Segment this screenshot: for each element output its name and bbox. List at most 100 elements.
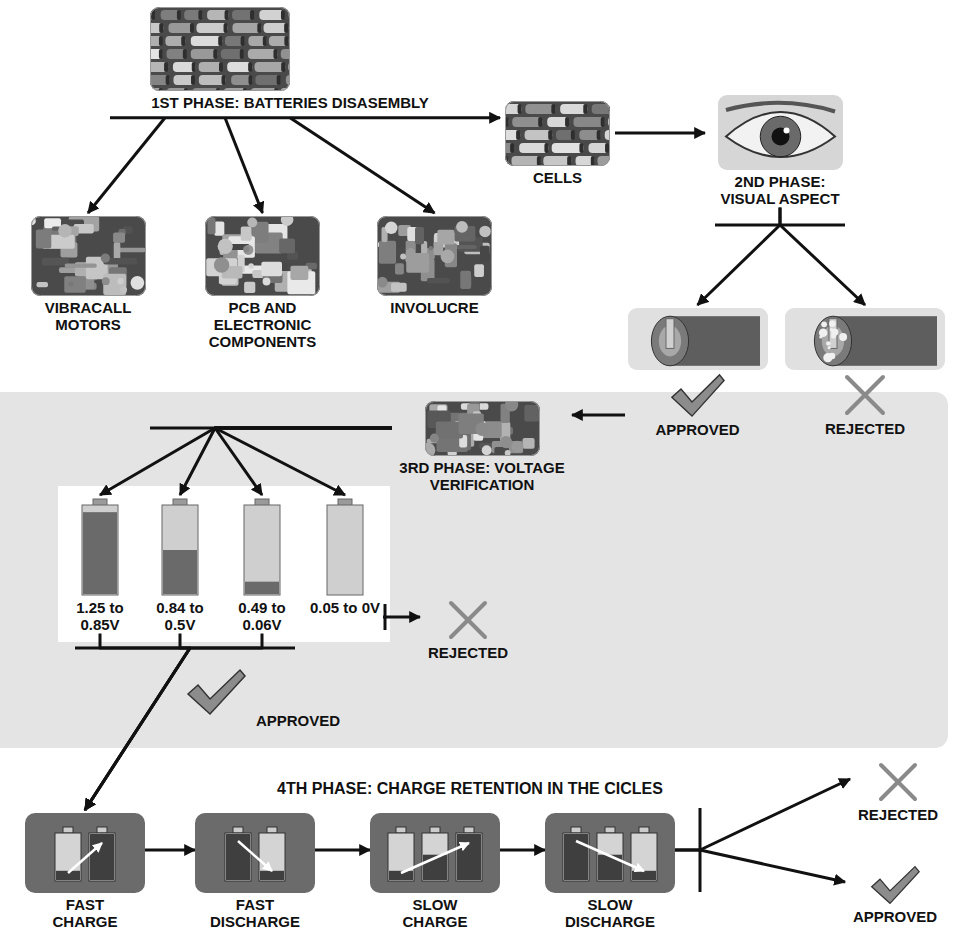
art-part bbox=[227, 62, 252, 72]
art-part bbox=[249, 75, 253, 85]
cell-picture bbox=[628, 308, 768, 370]
process-node: SLOW CHARGE bbox=[370, 810, 500, 931]
art-part bbox=[196, 23, 227, 33]
art-part bbox=[225, 10, 229, 20]
art-part bbox=[464, 827, 474, 833]
art-part bbox=[214, 221, 224, 235]
art-part bbox=[441, 250, 455, 264]
process-node: CELLS bbox=[500, 98, 615, 187]
art-part bbox=[391, 283, 407, 292]
node-label: REJECTED bbox=[825, 421, 905, 438]
art-part bbox=[377, 216, 492, 296]
art-part bbox=[183, 49, 187, 59]
art-part bbox=[222, 75, 226, 85]
art-part bbox=[628, 308, 768, 370]
art-part bbox=[284, 23, 288, 33]
flow-arrow bbox=[145, 849, 195, 852]
photo-picture bbox=[150, 7, 290, 91]
art-part bbox=[225, 36, 245, 46]
art-part bbox=[437, 230, 454, 245]
art-part bbox=[425, 401, 540, 456]
art-part bbox=[113, 233, 125, 243]
process-node: FAST DISCHARGE bbox=[195, 810, 315, 931]
art-part bbox=[370, 813, 500, 893]
art-part bbox=[430, 827, 440, 833]
art-part bbox=[524, 405, 539, 421]
process-node: INVOLUCRE bbox=[372, 213, 497, 317]
photo-picture bbox=[205, 216, 320, 296]
art-part bbox=[548, 130, 552, 140]
art-part bbox=[100, 253, 109, 262]
art-part bbox=[563, 833, 589, 881]
art-part bbox=[259, 833, 285, 881]
flow-arrow bbox=[780, 208, 865, 305]
check-symbol bbox=[188, 670, 245, 714]
art-part bbox=[583, 104, 587, 114]
art-part bbox=[173, 75, 195, 85]
art-part bbox=[31, 217, 145, 296]
node-label: SLOW CHARGE bbox=[385, 897, 485, 931]
art-part bbox=[218, 36, 222, 46]
flow-arrow bbox=[675, 850, 845, 882]
art-part bbox=[214, 257, 229, 272]
art-part bbox=[451, 603, 485, 637]
art-part bbox=[505, 130, 520, 140]
art-part bbox=[499, 436, 511, 448]
cross-picture bbox=[447, 599, 489, 641]
node-label: 2ND PHASE: VISUAL ASPECT bbox=[715, 174, 845, 208]
art-part bbox=[771, 128, 789, 146]
process-node: 3RD PHASE: VOLTAGE VERIFICATION bbox=[392, 398, 572, 494]
art-part bbox=[284, 36, 288, 46]
art-part bbox=[36, 282, 47, 287]
art-part bbox=[119, 286, 126, 293]
art-part bbox=[64, 276, 85, 292]
art-part bbox=[666, 319, 674, 349]
cycle-picture bbox=[195, 813, 315, 893]
art-part bbox=[831, 333, 836, 338]
art-part bbox=[191, 49, 218, 59]
process-node: 0.49 to 0.06V bbox=[224, 495, 300, 634]
art-part bbox=[191, 75, 195, 85]
art-part bbox=[184, 10, 202, 20]
art-part bbox=[117, 248, 145, 253]
art-part bbox=[672, 375, 724, 416]
node-label: VIBRACALL MOTORS bbox=[32, 300, 144, 334]
art-part bbox=[571, 827, 581, 833]
node-label: SLOW DISCHARGE bbox=[560, 897, 660, 931]
check-picture bbox=[870, 865, 920, 905]
art-part bbox=[257, 23, 261, 33]
art-part bbox=[240, 49, 244, 59]
art-part bbox=[525, 104, 555, 114]
art-part bbox=[377, 216, 492, 296]
art-part bbox=[150, 49, 163, 59]
art-part bbox=[429, 434, 438, 443]
art-part bbox=[219, 62, 223, 72]
art-part bbox=[632, 871, 656, 880]
art-part bbox=[601, 117, 605, 127]
node-label: APPROVED bbox=[655, 422, 739, 439]
node-label: REJECTED bbox=[858, 807, 938, 824]
art-part bbox=[63, 827, 73, 833]
art-part bbox=[479, 226, 490, 237]
process-node: 0.05 to 0V bbox=[307, 495, 383, 617]
phase-band bbox=[0, 392, 948, 748]
process-node: 1ST PHASE: BATTERIES DISASEMBLY bbox=[110, 4, 470, 118]
flow-arrow bbox=[215, 428, 392, 495]
process-node: REJECTED bbox=[850, 758, 946, 824]
art-part bbox=[378, 217, 492, 296]
flow-arrow bbox=[88, 118, 165, 213]
art-part bbox=[576, 841, 644, 871]
art-part bbox=[82, 505, 118, 595]
art-part bbox=[519, 143, 548, 153]
art-part bbox=[576, 156, 595, 166]
art-part bbox=[199, 75, 226, 85]
art-part bbox=[826, 341, 831, 346]
art-part bbox=[165, 36, 185, 46]
art-part bbox=[151, 8, 290, 91]
art-part bbox=[567, 156, 571, 166]
art-part bbox=[505, 143, 514, 153]
art-part bbox=[451, 603, 485, 637]
art-part bbox=[718, 95, 843, 170]
cycle-picture bbox=[545, 813, 675, 893]
